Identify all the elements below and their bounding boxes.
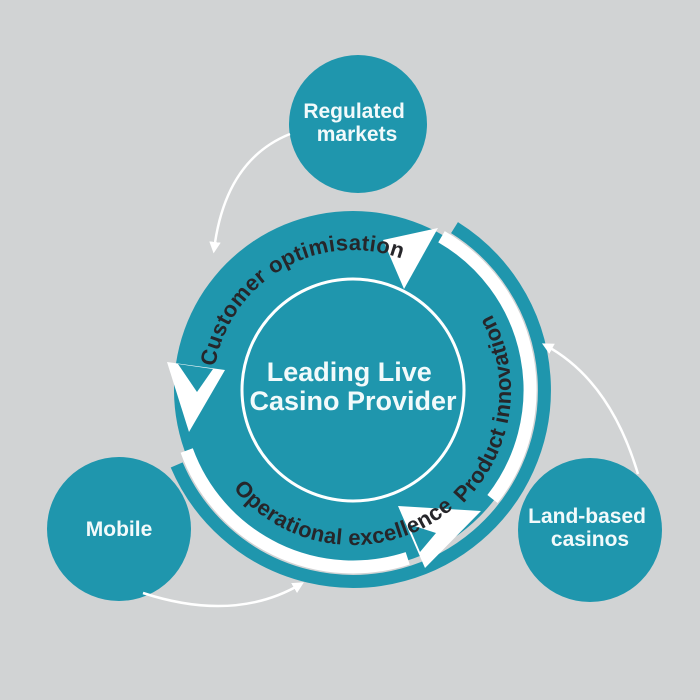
cycle-ring: Customer optimisation Product innovation… [167, 211, 551, 588]
connector-arrow-mobile-to-ring [142, 582, 304, 608]
regulated-markets-circle [289, 55, 427, 193]
cycle-arrow-left-notch [178, 364, 213, 392]
land-based-casinos-circle [518, 458, 662, 602]
inner-ring-divider [240, 277, 466, 503]
land-based-casinos-line2: casinos [551, 528, 629, 551]
cycle-arrow-top-tail [438, 231, 537, 503]
regulated-markets-label: Regulated markets [303, 100, 410, 146]
cycle-arrow-left-head [167, 362, 225, 432]
land-based-casinos-label: Land-based casinos [528, 505, 652, 551]
mobile-circle [47, 457, 191, 601]
main-circle [174, 211, 532, 569]
cycle-arrow-bottom-tail [180, 448, 410, 574]
regulated-markets-line1: Regulated [303, 100, 405, 123]
center-label-line1: Leading Live [267, 357, 432, 387]
mobile-label: Mobile [86, 518, 153, 541]
regulated-markets-line2: markets [317, 123, 398, 146]
cycle-arrow-top-head [383, 228, 438, 289]
node-regulated-markets: Regulated markets [289, 55, 427, 193]
land-based-casinos-line1: Land-based [528, 505, 646, 528]
center-label: Leading Live Casino Provider [249, 357, 457, 416]
node-mobile: Mobile [47, 457, 191, 601]
connector-arrow-regulated-to-ring [209, 132, 291, 254]
connector-arrow-landbased-to-ring [541, 343, 640, 475]
outer-rim-arc [170, 222, 551, 588]
node-land-based-casinos: Land-based casinos [518, 458, 662, 602]
cycle-arrow-bottomright-head [398, 506, 481, 568]
cycle-arrow-bottomright-notch [408, 524, 436, 552]
center-label-line2: Casino Provider [249, 386, 457, 416]
